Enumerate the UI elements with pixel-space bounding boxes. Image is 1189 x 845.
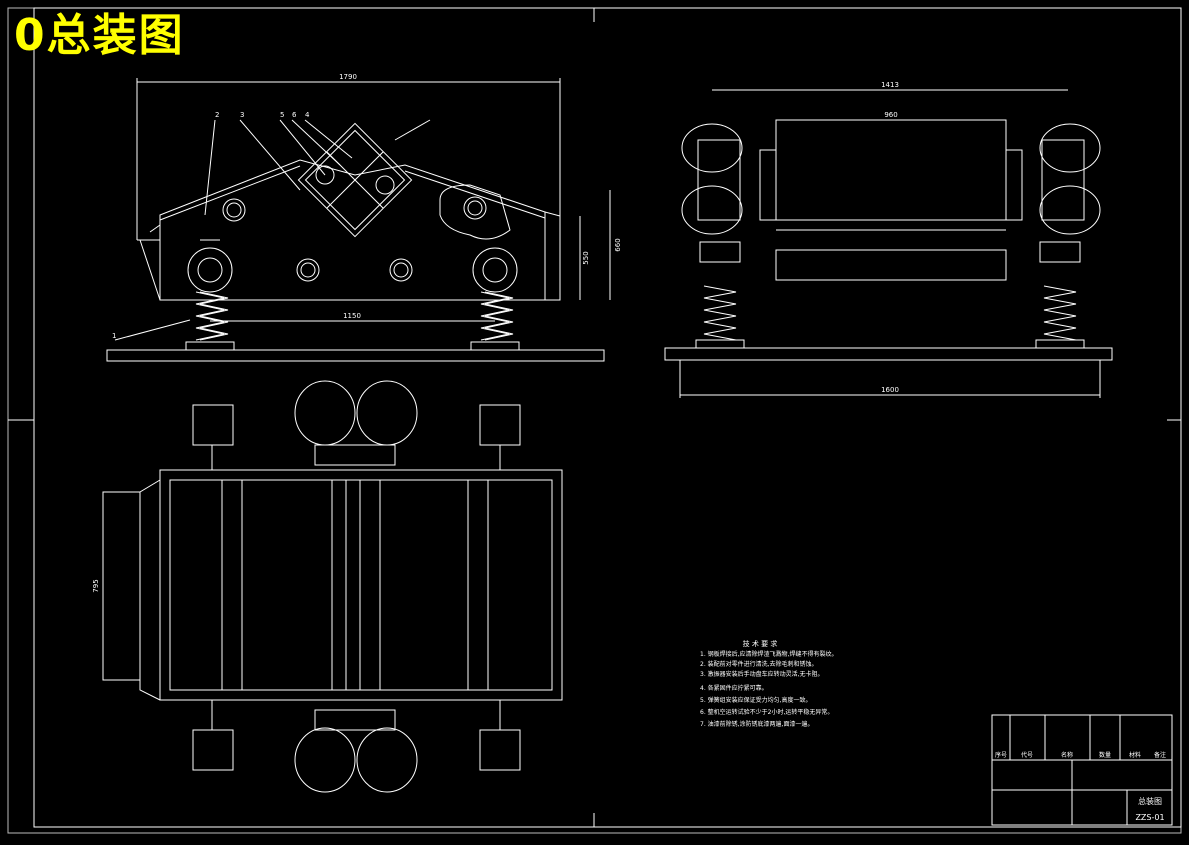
title-block-col-code: 代号 (1021, 751, 1033, 759)
title-block-col-material: 材料 (1129, 751, 1141, 759)
title-block-col-name: 名称 (1061, 751, 1073, 759)
dim-side-top: 1413 (881, 81, 899, 89)
title-block-col-seq: 序号 (995, 751, 1007, 759)
drawing-number: ZZS-01 (1135, 813, 1164, 822)
front-screen-box (159, 159, 546, 301)
inner-frame (33, 7, 1182, 828)
note-line: 6. 整机空运转试验不少于2小时,运转平稳无异常。 (700, 708, 833, 716)
drawing-name: 总装图 (1138, 796, 1162, 806)
technical-notes: 技 术 要 求 1. 钢板焊接后,应清除焊渣飞溅物,焊缝不得有裂纹。 2. 装配… (700, 639, 837, 728)
front-view (106, 78, 611, 362)
note-line: 7. 油漆前除锈,涂防锈底漆两遍,面漆一遍。 (700, 720, 813, 728)
outer-frame (7, 7, 1182, 834)
note-line: 4. 各紧固件应拧紧可靠。 (700, 684, 768, 692)
dim-front-inner-height: 550 (582, 251, 590, 264)
dim-front-total: 1790 (339, 73, 357, 81)
leader-label-4: 4 (305, 111, 310, 119)
dim-front-height: 660 (614, 238, 622, 251)
note-line: 5. 弹簧组安装应保证受力均匀,高度一致。 (700, 696, 812, 704)
plan-view (102, 380, 563, 793)
dim-side-inner: 960 (884, 111, 897, 119)
leader-label-5: 5 (280, 111, 284, 119)
side-view (664, 89, 1113, 398)
leader-label-1: 1 (112, 332, 116, 340)
front-base-plate (106, 349, 605, 362)
title-block-col-qty: 数量 (1099, 751, 1111, 759)
notes-heading: 技 术 要 求 (743, 639, 778, 648)
leader-label-3: 3 (240, 111, 244, 119)
note-line: 2. 装配前对零件进行清洗,去除毛刺和锈蚀。 (700, 660, 818, 668)
dim-front-support: 1150 (343, 312, 361, 320)
page-title: 0总装图 (14, 10, 185, 61)
dim-plan-width: 795 (92, 579, 100, 592)
note-line: 3. 激振器安装后手动盘车应转动灵活,无卡阻。 (700, 670, 824, 678)
leader-label-2: 2 (215, 111, 219, 119)
title-block-lines (991, 714, 1173, 826)
dim-side-bottom: 1600 (881, 386, 899, 394)
leader-label-6: 6 (292, 111, 297, 119)
note-line: 1. 钢板焊接后,应清除焊渣飞溅物,焊缝不得有裂纹。 (700, 650, 837, 658)
title-block-col-remark: 备注 (1154, 751, 1166, 759)
side-base-plate (664, 347, 1113, 361)
